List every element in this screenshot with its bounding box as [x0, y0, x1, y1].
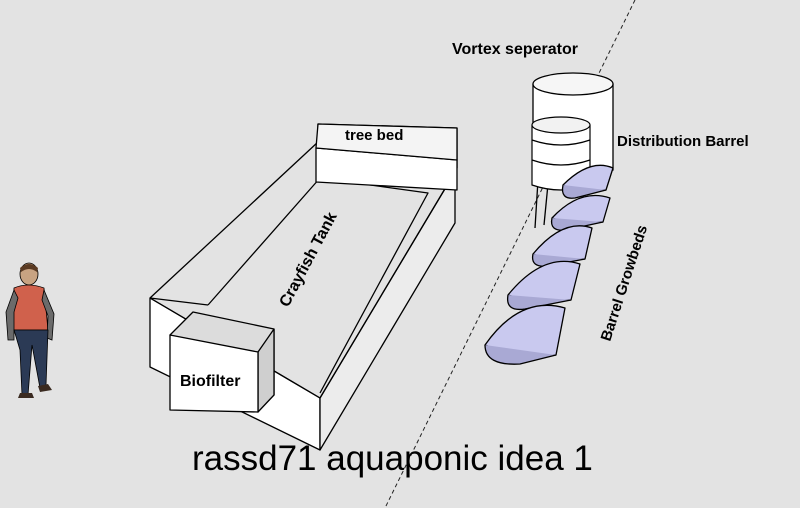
- growbed-barrel: [484, 304, 566, 365]
- tree-bed: [315, 123, 458, 191]
- vortex-leg: [543, 183, 549, 226]
- growbed-barrel: [561, 164, 614, 199]
- person-pants: [13, 329, 49, 396]
- barrel-band: [531, 139, 591, 146]
- biofilter-box: [169, 311, 275, 413]
- vortex-top: [532, 72, 614, 96]
- caption-title: rassd71 aquaponic idea 1: [192, 439, 593, 478]
- person-figure: [5, 262, 55, 398]
- barrel-growbeds: [484, 164, 614, 365]
- person-shoe: [18, 393, 34, 398]
- biofilter-front: [169, 334, 259, 413]
- label-biofilter: Biofilter: [180, 373, 240, 390]
- person-shirt: [11, 284, 49, 331]
- vortex-leg: [534, 179, 539, 229]
- distribution-barrel-top: [531, 116, 591, 134]
- person-left-arm: [5, 288, 19, 341]
- growbed-barrel: [550, 194, 611, 231]
- label-vortex-separator: Vortex seperator: [452, 41, 578, 58]
- tree-bed-lid: [315, 123, 458, 161]
- label-tree-bed: tree bed: [345, 127, 403, 144]
- person-shoe: [38, 384, 52, 392]
- crayfish-tank-rim-edge: [149, 297, 209, 306]
- barrel-band: [531, 159, 591, 166]
- person-hair: [20, 264, 38, 272]
- label-distribution-barrel: Distribution Barrel: [617, 133, 749, 150]
